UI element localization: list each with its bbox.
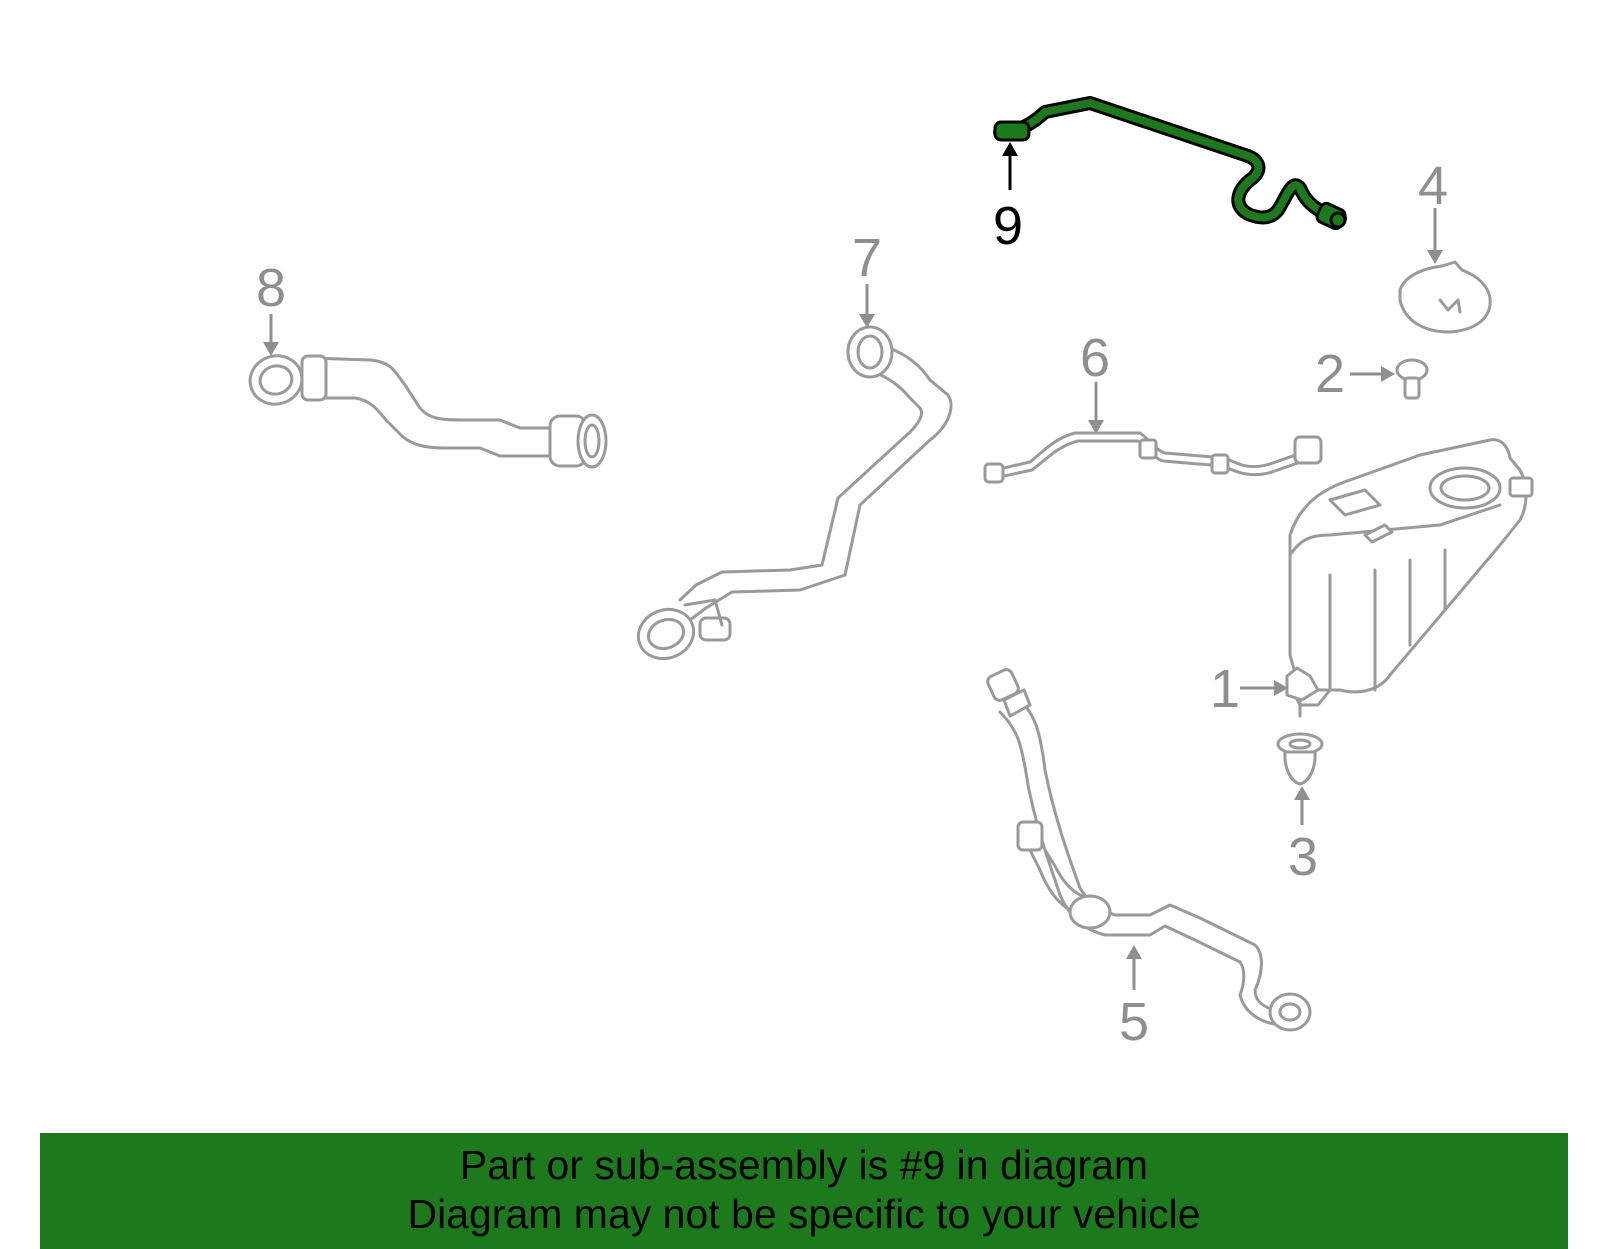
callout-9: 9	[993, 196, 1023, 256]
callout-1-leader	[1240, 680, 1288, 696]
callout-4: 4	[1418, 156, 1448, 216]
part-5-hose[interactable]	[986, 668, 1312, 1032]
callout-6: 6	[1080, 328, 1110, 388]
callout-3: 3	[1288, 827, 1318, 887]
part-4-cap[interactable]	[1398, 260, 1492, 334]
callout-9-leader	[1002, 142, 1018, 190]
callout-5-leader	[1126, 945, 1142, 990]
part-6-hose[interactable]	[983, 431, 1323, 484]
callout-2-leader	[1350, 366, 1395, 382]
part-8-hose[interactable]	[245, 350, 608, 469]
callout-7: 7	[852, 228, 882, 288]
callout-1: 1	[1210, 659, 1240, 719]
callout-4-leader	[1427, 208, 1443, 264]
banner-line-1: Part or sub-assembly is #9 in diagram	[459, 1142, 1149, 1188]
part-9-hose[interactable]	[993, 96, 1347, 231]
coolant-reservoir[interactable]	[1288, 438, 1534, 707]
part-7-hose[interactable]	[631, 325, 953, 666]
banner-line-2: Diagram may not be specific to your vehi…	[407, 1191, 1201, 1237]
info-banner: Part or sub-assembly is #9 in diagram Di…	[40, 1133, 1568, 1249]
part-2-bolt[interactable]	[1395, 358, 1429, 400]
callout-3-leader	[1294, 786, 1310, 825]
callout-8-leader	[263, 314, 279, 356]
callout-2: 2	[1315, 344, 1345, 404]
callout-6-leader	[1088, 382, 1104, 434]
part-3-grommet[interactable]	[1276, 732, 1324, 786]
callout-8: 8	[256, 258, 286, 318]
callout-5: 5	[1119, 992, 1149, 1052]
callout-7-leader	[859, 284, 875, 328]
part-1-valve[interactable]	[1285, 666, 1320, 718]
